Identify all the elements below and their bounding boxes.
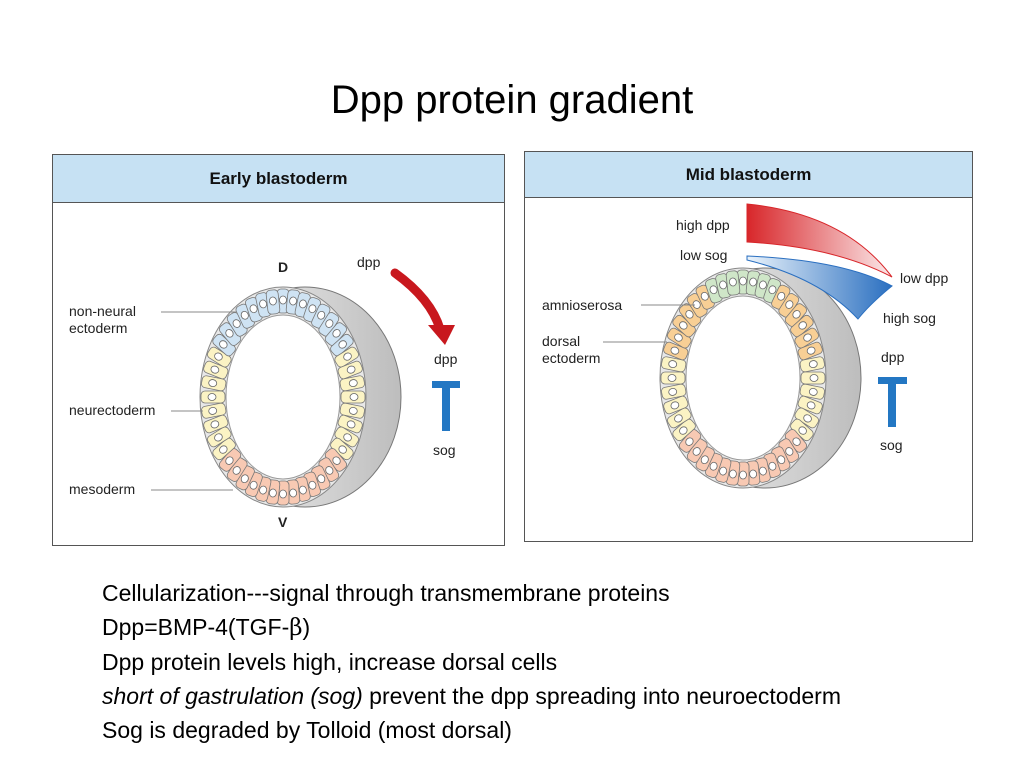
- note-line-1: Cellularization---signal through transme…: [102, 580, 670, 606]
- embryo-early: [199, 286, 402, 508]
- dorsal-label: D: [278, 259, 288, 275]
- cell: [679, 429, 702, 453]
- cell: [226, 457, 248, 482]
- cell: [771, 446, 791, 472]
- early-blastoderm-diagram: D V non-neural ectoderm neurectoderm mes…: [69, 254, 460, 530]
- cell: [201, 402, 227, 419]
- cell: [794, 407, 819, 429]
- dpp-label: dpp: [881, 349, 905, 365]
- cell: [778, 438, 800, 463]
- note-line-2: Dpp=BMP-4(TGF-β): [102, 610, 1017, 645]
- dpp-arrow-label: dpp: [357, 254, 381, 270]
- early-blastoderm-panel: Early blastoderm D V non-neural ectoderm…: [52, 154, 505, 546]
- non-neural-ectoderm-label-2: ectoderm: [69, 320, 127, 336]
- dorsal-ectoderm-label-1: dorsal: [542, 333, 580, 349]
- note-line-4: short of gastrulation (sog) prevent the …: [102, 679, 1017, 713]
- cell: [340, 390, 366, 404]
- non-neural-ectoderm-label-1: non-neural: [69, 303, 136, 319]
- embryo-mid: [659, 267, 862, 489]
- cell: [330, 333, 354, 357]
- low-dpp-label: low dpp: [900, 270, 948, 286]
- cell: [334, 346, 359, 368]
- mid-blastoderm-diagram: high dpp low sog low dpp high sog amnios…: [542, 203, 948, 489]
- cell: [778, 293, 800, 318]
- cell: [695, 284, 715, 310]
- inhibition-t-icon: [432, 381, 460, 431]
- sog-gradient-wedge: [746, 255, 893, 320]
- cell: [318, 312, 340, 337]
- dpp-label: dpp: [434, 351, 458, 367]
- cell: [797, 341, 823, 361]
- cell: [661, 356, 687, 373]
- cell: [311, 465, 331, 491]
- dpp-gradient-wedge: [746, 203, 893, 278]
- cell: [672, 314, 696, 338]
- mesoderm-label: mesoderm: [69, 481, 135, 497]
- note-line-4-italic: short of gastrulation (sog): [102, 683, 363, 709]
- high-sog-label: high sog: [883, 310, 936, 326]
- cell: [276, 480, 290, 506]
- inhibition-t-icon: [878, 377, 907, 427]
- cell: [200, 390, 226, 404]
- cell: [667, 407, 692, 429]
- cell: [672, 418, 696, 442]
- dorsal-ectoderm-label-2: ectoderm: [542, 350, 600, 366]
- high-dpp-label: high dpp: [676, 217, 730, 233]
- cell: [318, 457, 340, 482]
- early-blastoderm-header: Early blastoderm: [53, 155, 504, 203]
- cell: [265, 289, 281, 315]
- cell: [725, 270, 741, 296]
- note-line-5: Sog is degraded by Tolloid (most dorsal): [102, 717, 512, 743]
- page-title: Dpp protein gradient: [330, 78, 694, 122]
- cell: [745, 460, 761, 486]
- note-line-2-suffix: ): [302, 614, 311, 640]
- mid-blastoderm-header: Mid blastoderm: [525, 152, 972, 198]
- cell: [800, 371, 826, 385]
- cell: [285, 479, 301, 505]
- cell: [736, 461, 750, 487]
- cell: [324, 448, 347, 472]
- dpp-diffusion-arrow: [390, 268, 455, 345]
- beta-symbol: β: [289, 615, 303, 641]
- note-line-2-prefix: Dpp=BMP-4(TGF-: [102, 614, 290, 640]
- cell: [339, 402, 365, 419]
- cell: [337, 360, 363, 380]
- sog-label: sog: [880, 437, 903, 453]
- cell: [736, 269, 750, 295]
- cell: [661, 383, 687, 400]
- cell: [203, 414, 229, 434]
- cell: [212, 437, 236, 461]
- cell: [207, 426, 232, 448]
- cell: [799, 383, 825, 400]
- cell: [794, 327, 819, 349]
- cell: [797, 395, 823, 415]
- sog-label: sog: [433, 442, 456, 458]
- cell: [203, 360, 229, 380]
- note-line-4-rest: prevent the dpp spreading into neuroecto…: [362, 683, 842, 709]
- cell: [663, 341, 689, 361]
- cell: [790, 314, 814, 338]
- cell: [201, 375, 227, 392]
- notes-list: Cellularization---signal through transme…: [102, 576, 1017, 747]
- note-line-3: Dpp protein levels high, increase dorsal…: [102, 649, 558, 675]
- cell: [330, 437, 354, 461]
- mid-blastoderm-panel: Mid blastoderm: [524, 151, 973, 542]
- cell: [337, 414, 363, 434]
- cell: [663, 395, 689, 415]
- cell: [339, 375, 365, 392]
- cell: [686, 438, 708, 463]
- cell: [324, 322, 347, 346]
- ventral-label: V: [278, 514, 288, 530]
- neurectoderm-label: neurectoderm: [69, 402, 155, 418]
- cell: [660, 371, 686, 385]
- cell: [799, 356, 825, 373]
- amnioserosa-label: amnioserosa: [542, 297, 622, 313]
- cell: [784, 303, 807, 327]
- low-sog-label: low sog: [680, 247, 727, 263]
